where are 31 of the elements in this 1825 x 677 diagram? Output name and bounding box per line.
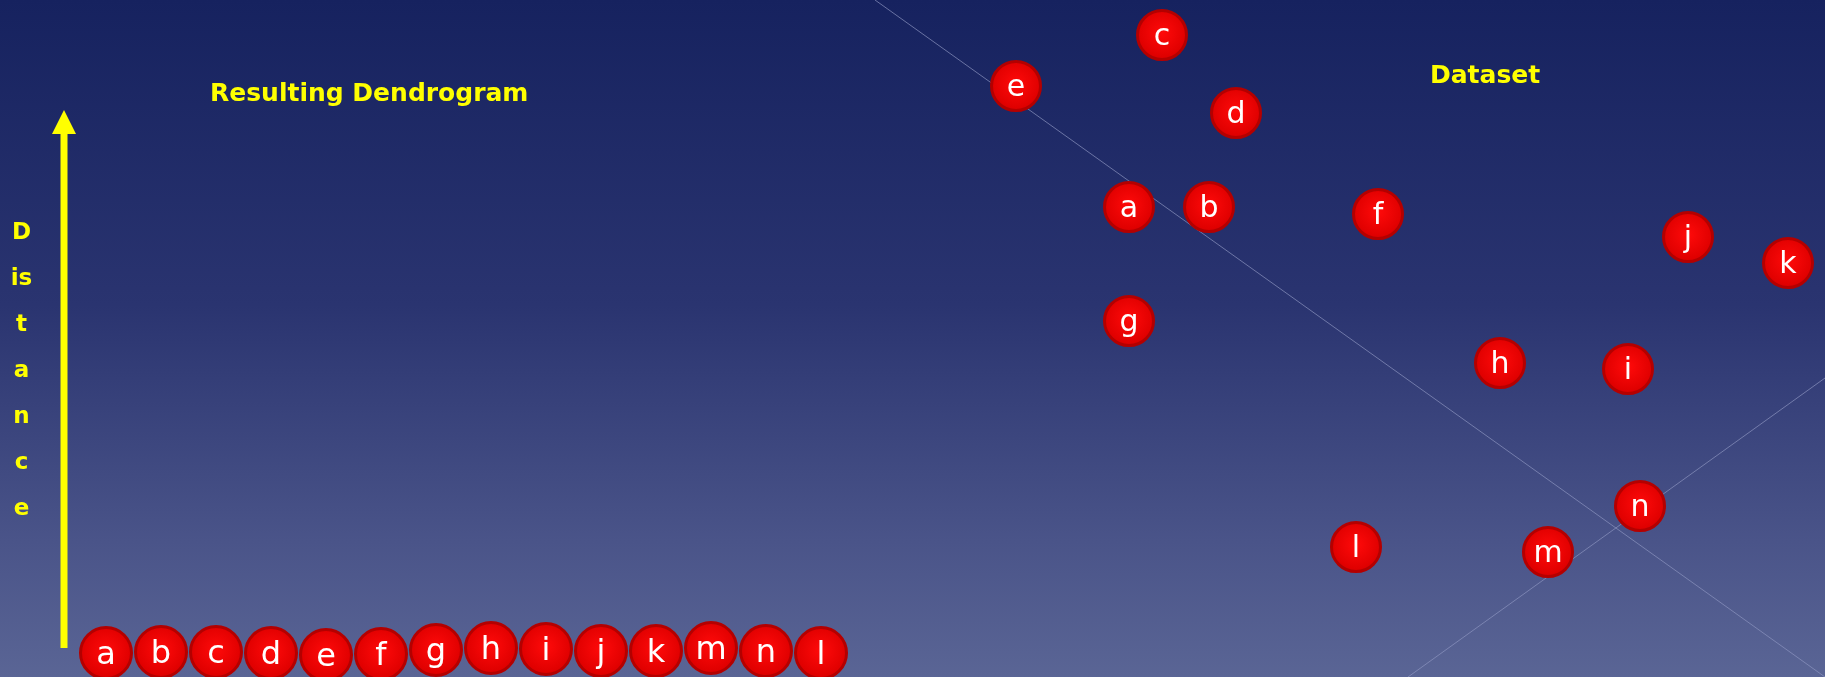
point-circle: b [134,625,188,677]
point-circle: f [354,627,408,677]
point-circle: k [629,624,683,677]
point-circle: d [244,626,298,677]
point-circle: n [1614,480,1666,532]
point-circle: a [1103,181,1155,233]
point-circle: c [189,625,243,677]
point-circle: a [79,626,133,677]
point-circle: c [1136,9,1188,61]
point-circle: i [519,622,573,676]
point-circle: h [1474,337,1526,389]
dendrogram-title: Resulting Dendrogram [210,78,529,107]
point-circle: e [299,628,353,677]
point-circle: m [684,621,738,675]
point-circle: n [739,624,793,677]
point-circle: g [1103,295,1155,347]
point-circle: l [1330,521,1382,573]
point-circle: g [409,623,463,677]
point-circle: j [1662,211,1714,263]
point-circle: h [464,621,518,675]
point-circle: l [794,626,848,677]
axis-label: Distance [10,217,33,522]
point-circle: k [1762,237,1814,289]
point-circle: i [1602,343,1654,395]
point-circle: f [1352,188,1404,240]
point-circle: b [1183,181,1235,233]
dataset-title: Dataset [1430,60,1541,89]
point-circle: j [574,624,628,677]
point-circle: m [1522,526,1574,578]
point-circle: e [990,60,1042,112]
point-circle: d [1210,87,1262,139]
